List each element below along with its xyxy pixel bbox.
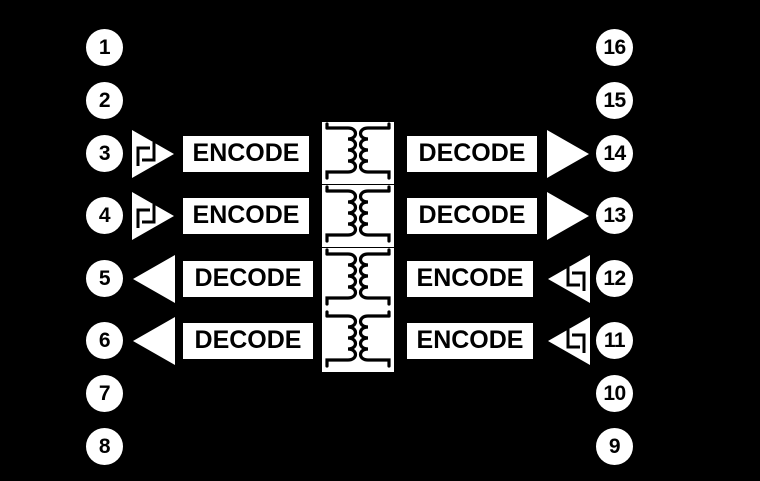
pin-number-label: 3 [98,142,111,165]
pin-circle-3[interactable]: 3 [86,135,123,172]
encode-block-row4: ENCODE [407,323,533,359]
pin-circle-6[interactable]: 6 [86,322,123,359]
schmitt-trigger-buffer-icon [546,253,592,305]
pin-circle-15[interactable]: 15 [596,82,633,119]
pin-number-label: 14 [603,142,626,165]
schmitt-trigger-buffer-icon [546,315,592,367]
schmitt-trigger-buffer-icon [130,190,176,242]
pin-circle-8[interactable]: 8 [86,428,123,465]
buffer-triangle-icon-row1 [545,128,591,180]
transformer-icon-row4 [322,310,394,372]
pin-number-label: 7 [98,382,111,405]
encode-block-row3: ENCODE [407,261,533,297]
pin-number-label: 4 [98,204,111,227]
encode-block-row2: ENCODE [183,198,309,234]
transformer-icon-row1 [322,122,394,184]
pin-circle-1[interactable]: 1 [86,29,123,66]
pin-number-label: 11 [603,329,626,352]
pin-circle-4[interactable]: 4 [86,197,123,234]
pin-number-label: 1 [98,36,111,59]
pin-number-label: 5 [98,267,111,290]
decode-block-row3: DECODE [183,261,313,297]
pin-number-label: 10 [603,382,626,405]
transformer-icon-row2 [322,185,394,247]
encode-block-row1: ENCODE [183,136,309,172]
pin-circle-2[interactable]: 2 [86,82,123,119]
pin-circle-5[interactable]: 5 [86,260,123,297]
decode-block-row2: DECODE [407,198,537,234]
pin-number-label: 12 [603,267,626,290]
pin-number-label: 9 [608,435,621,458]
buffer-triangle-icon-row4 [131,315,177,367]
pin-circle-13[interactable]: 13 [596,197,633,234]
decode-block-row1: DECODE [407,136,537,172]
pin-number-label: 6 [98,329,111,352]
pin-number-label: 2 [98,89,111,112]
pin-circle-14[interactable]: 14 [596,135,633,172]
schmitt-trigger-buffer-icon [130,128,176,180]
pin-circle-16[interactable]: 16 [596,29,633,66]
pin-circle-9[interactable]: 9 [596,428,633,465]
pin-number-label: 13 [603,204,626,227]
transformer-icon-row3 [322,248,394,310]
pin-number-label: 8 [98,435,111,458]
pin-number-label: 15 [603,89,626,112]
pin-circle-10[interactable]: 10 [596,375,633,412]
pin-circle-12[interactable]: 12 [596,260,633,297]
pin-circle-11[interactable]: 11 [596,322,633,359]
buffer-triangle-icon-row3 [131,253,177,305]
buffer-triangle-icon-row2 [545,190,591,242]
pin-circle-7[interactable]: 7 [86,375,123,412]
pin-number-label: 16 [603,36,626,59]
decode-block-row4: DECODE [183,323,313,359]
